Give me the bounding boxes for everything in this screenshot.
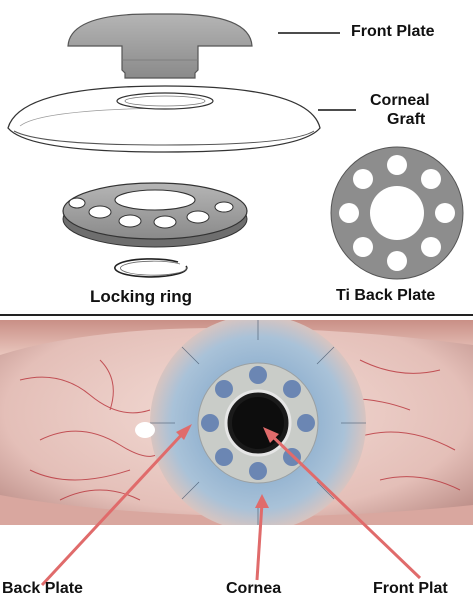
front-plate-label: Front Plate bbox=[351, 23, 435, 41]
corneal-graft-label-line2: Graft bbox=[387, 111, 425, 129]
locking-ring-label: Locking ring bbox=[90, 287, 192, 307]
corneal-graft-drawing bbox=[8, 86, 320, 152]
cornea-label: Cornea bbox=[226, 580, 281, 598]
front-plate-bottom-label: Front Plat bbox=[373, 580, 448, 598]
clinical-eye-photo bbox=[0, 315, 473, 531]
corneal-graft-label-line1: Corneal bbox=[370, 92, 430, 110]
ti-back-plate-label: Ti Back Plate bbox=[336, 287, 435, 305]
back-plate-label: Back Plate bbox=[2, 580, 83, 598]
locking-ring-drawing bbox=[115, 259, 187, 277]
front-plate-drawing bbox=[68, 14, 252, 78]
ti-back-plate-drawing bbox=[331, 147, 463, 279]
back-plate-drawing bbox=[63, 183, 247, 247]
cornea-arrow bbox=[255, 494, 269, 580]
